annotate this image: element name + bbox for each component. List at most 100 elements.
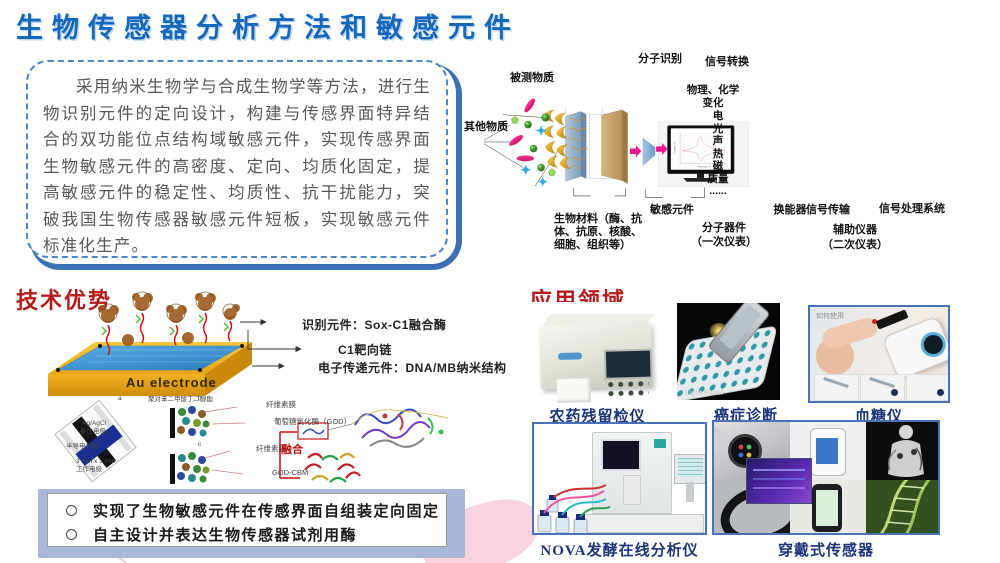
analyzer-logo: [654, 439, 666, 448]
label-fig-a: a: [118, 395, 122, 402]
how-to-use-label: 如何使用: [816, 313, 844, 320]
test-strip: [875, 309, 909, 330]
analyzer-monitor-screen: [678, 458, 703, 477]
thumb-mark: [823, 377, 849, 388]
cancer-diagnosis-image: Light Panel: [677, 303, 780, 400]
summary-bullet-1-text: 实现了生物敏感元件在传感界面自组装定向固定: [93, 502, 440, 520]
caption-wearable: 穿戴式传感器: [777, 543, 874, 559]
wearable-tech-overlay: [746, 458, 812, 504]
label-other-substances: 其他物质: [464, 121, 508, 133]
label-molecular-recognition: 分子识别: [638, 53, 682, 65]
handheld-device: [812, 484, 842, 532]
flow-arrow-icon: [656, 143, 668, 156]
cluster-protein: [304, 452, 361, 483]
analyzer-screen: [601, 439, 641, 471]
transducer-plate: [601, 109, 628, 184]
summary-bullet-1: 实现了生物敏感元件在传感界面自组装定向固定: [60, 498, 446, 522]
meter-screen: [917, 328, 948, 361]
linker-zigzags: [101, 314, 230, 336]
label-fig-b: b: [198, 395, 202, 402]
thumb-dot: [891, 389, 898, 396]
light-panel-label: Light Panel: [685, 390, 723, 397]
membrane-cluster-b: [170, 406, 210, 438]
intro-box: 采用纳米生物学与合成生物学等方法，进行生物识别元件的定向设计，构建与传感界面特异…: [26, 60, 448, 258]
bullet-circle-icon: [66, 504, 77, 516]
dashed-guides: [565, 108, 624, 179]
thumb-mark: [869, 377, 895, 388]
label-recognition-element: 识别元件：Sox-C1融合酶: [302, 318, 447, 332]
wearable-body-sensor-cell: [866, 422, 938, 480]
dna-tethers: [105, 312, 233, 356]
caption-nova: NOVA发酵在线分析仪: [540, 543, 699, 559]
label-working-electrode: 3 mm x 3 mm 工作电极: [76, 458, 116, 473]
glucose-meter-image: 如何使用: [808, 305, 950, 403]
label-god-cbm: GOD-CBM: [272, 468, 309, 477]
membrane-label-lines: [204, 406, 246, 475]
label-ref-electrode: Ag/AgCl 参比电极: [80, 420, 106, 435]
summary-box-inner: 实现了生物敏感元件在传感界面自组装定向固定 自主设计并表达生物传感器试剂用酶: [47, 493, 447, 547]
label-signal-types: 电 光 声 热 磁 质量 ......: [707, 110, 729, 197]
label-semiconductor: 半导电材料: [66, 443, 99, 450]
caption-pesticide: 农药残留检仪: [549, 409, 646, 425]
ribbon-protein: [351, 408, 449, 448]
tether-squiggles: [568, 117, 588, 169]
howto-thumbnail: [906, 374, 948, 401]
label-transducer: 换能器: [773, 204, 807, 216]
label-biomaterial: 生物材料（酶、抗 体、抗原、核酸、 细胞、组织等）: [554, 213, 642, 251]
analyzer-slot: [623, 475, 641, 505]
flow-arrow-icon: [629, 145, 642, 158]
amplifier-shape: [642, 137, 656, 166]
label-au-electrode: Au electrode: [126, 375, 217, 390]
analyzer-monitor: [674, 454, 705, 484]
thumb-dot: [937, 389, 944, 396]
bullet-circle-icon: [66, 528, 77, 540]
analyte-molecules: [509, 98, 556, 188]
label-electron-transfer: 电子传递元件：DNA/MB纳米结构: [318, 361, 507, 375]
label-molecular-device: 分子器件: [702, 222, 746, 234]
smartwatch-screen: [816, 438, 838, 464]
label-analyte: 被测物质: [510, 72, 554, 84]
pesticide-detector-image: [530, 302, 665, 403]
label-pbt: 聚对苯二甲酸丁二醇酯: [148, 396, 213, 403]
wearable-sensors-image: [712, 420, 940, 535]
intro-paragraph: 采用纳米生物学与合成生物学等方法，进行生物识别元件的定向设计，构建与传感界面特异…: [43, 78, 431, 255]
instrument-keypad: [606, 379, 650, 399]
tech-section-title: 技术优势: [16, 288, 113, 313]
label-sensitive-element: 敏感元件: [650, 204, 694, 216]
summary-bullet-2: 自主设计并表达生物传感器试剂用酶: [60, 522, 446, 546]
summary-box: 实现了生物敏感元件在传感界面自组装定向固定 自主设计并表达生物传感器试剂用酶: [38, 489, 465, 558]
grouping-brackets: [573, 187, 705, 198]
nova-analyzer-image: [532, 422, 707, 535]
label-auxiliary-instrument: 辅助仪器: [833, 224, 877, 236]
sensitive-element-plate: [565, 111, 587, 182]
receptor-icons: [543, 109, 571, 169]
label-fig-c: c: [198, 441, 202, 448]
page-title: 生物传感器分析方法和敏感元件: [16, 13, 520, 43]
monitor-ylabel: Current / A: [674, 142, 677, 154]
wearable-smartwatch-cell: [790, 422, 866, 480]
label-phys-chem-change: 物理、化学 变化: [686, 84, 740, 109]
summary-bullet-2-text: 自主设计并表达生物传感器试剂用酶: [93, 526, 358, 544]
label-signal-conversion: 信号转换: [705, 56, 749, 68]
howto-thumbnail: [860, 374, 905, 401]
handheld-screen: [816, 490, 838, 526]
label-signal-transmission: 信号传输: [806, 204, 850, 216]
tech-streaks: [753, 469, 805, 471]
label-c1-chain: C1靶向链: [338, 343, 392, 357]
tech-pointer-lines: [240, 322, 300, 366]
blood-drop: [872, 319, 877, 324]
label-fusion: 融合: [281, 444, 303, 456]
membrane-cluster-c: [170, 452, 210, 484]
dna-helix: [880, 480, 931, 533]
instrument-logo: [557, 352, 583, 360]
label-secondary-meter: （二次仪表）: [822, 239, 888, 251]
label-membrane-2: 纤维素膜: [256, 444, 286, 453]
protein-blobs: [98, 291, 240, 356]
wearable-handheld-cell: [790, 480, 866, 533]
instrument-screen: [603, 348, 653, 380]
instrument-slot: [556, 378, 592, 403]
smartwatch-body: [810, 428, 846, 476]
meter-body: [881, 315, 948, 381]
label-primary-meter: （一次仪表）: [691, 236, 757, 248]
